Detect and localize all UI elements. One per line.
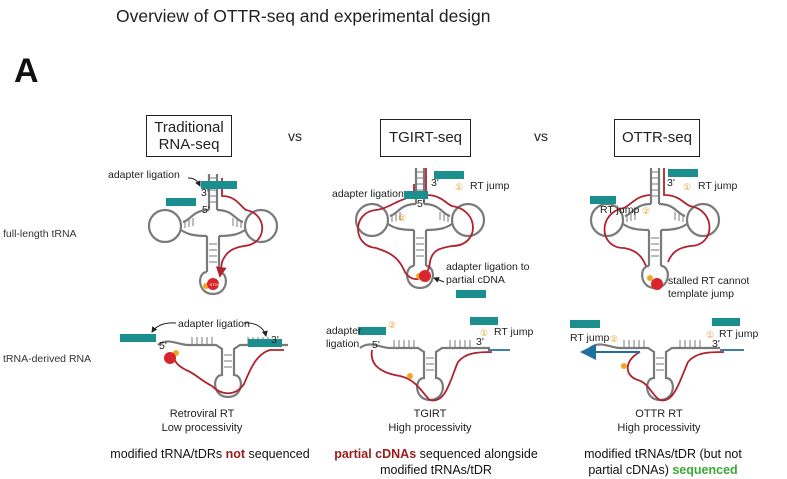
svg-text:adapter ligation: adapter ligation	[178, 318, 250, 330]
row-label-full-length: full-length tRNA	[3, 228, 77, 240]
svg-text:RT jump: RT jump	[600, 204, 639, 216]
svg-text:3': 3'	[476, 336, 484, 348]
trna-traditional: STOP adapter ligation 5' 3'	[108, 169, 279, 296]
stop-sign-icon	[164, 352, 176, 364]
svg-text:RT jump: RT jump	[698, 180, 737, 192]
svg-text:②: ②	[388, 320, 396, 330]
svg-text:adapter: adapter	[326, 325, 362, 337]
svg-text:RT jump: RT jump	[719, 328, 758, 340]
svg-text:①: ①	[455, 182, 463, 192]
svg-text:RT jump: RT jump	[570, 332, 609, 344]
svg-text:①: ①	[480, 328, 488, 338]
method-box-ottr: OTTR-seq	[614, 119, 700, 157]
adapter-block-rt-jump-2	[590, 196, 616, 204]
adapter-block-rt-jump	[668, 169, 698, 177]
adapter-block-rt-jump	[434, 171, 464, 179]
svg-text:3': 3'	[712, 338, 720, 350]
adapter-block-rt-jump-2	[570, 320, 600, 328]
svg-text:3': 3'	[271, 334, 279, 346]
svg-text:5': 5'	[159, 340, 167, 352]
figure-title: Overview of OTTR-seq and experimental de…	[116, 6, 491, 26]
vs-label-1: vs	[288, 128, 302, 144]
svg-text:partial cDNA: partial cDNA	[446, 274, 505, 286]
svg-text:adapter ligation to: adapter ligation to	[446, 261, 530, 273]
adapter-block-rt-jump	[712, 318, 740, 326]
svg-text:stalled RT cannot: stalled RT cannot	[668, 275, 749, 287]
trna-ottr: ① RT jump RT jump ② stalled RT cannot te…	[589, 166, 749, 300]
svg-text:②: ②	[398, 213, 406, 223]
summary-tgirt: partial cDNAs sequenced alongside modifi…	[334, 447, 538, 478]
adapter-block-5prime	[166, 198, 196, 206]
caption-line2: High processivity	[617, 421, 701, 434]
svg-text:3': 3'	[431, 177, 439, 189]
panel-label: A	[14, 52, 39, 90]
caption-line1: OTTR RT	[635, 408, 683, 420]
svg-text:RT jump: RT jump	[470, 180, 509, 192]
adapter-block-5prime	[404, 191, 428, 199]
svg-text:①: ①	[683, 182, 691, 192]
caption-line1: TGIRT	[413, 408, 447, 420]
stop-sign-icon	[419, 270, 431, 282]
adapter-block-5prime	[120, 334, 156, 342]
svg-text:adapter ligation: adapter ligation	[332, 188, 404, 200]
svg-text:②: ②	[642, 206, 650, 216]
svg-text:3': 3'	[667, 177, 675, 189]
tdr-ottr: RT jump ② ① RT jump 3'	[570, 318, 758, 402]
trna-tgirt: adapter ligation ② ① RT jump adapter lig…	[332, 166, 530, 298]
summary-traditional: modified tRNA/tDRs not sequenced	[110, 447, 310, 461]
vs-label-2: vs	[534, 128, 548, 144]
caption-tgirt: TGIRT High processivity	[380, 408, 480, 436]
svg-text:5': 5'	[417, 198, 425, 210]
svg-text:5': 5'	[202, 204, 210, 216]
stop-sign-icon	[651, 278, 663, 290]
svg-text:②: ②	[610, 334, 618, 344]
svg-text:RT jump: RT jump	[494, 326, 533, 338]
caption-line1: Retroviral RT	[169, 408, 235, 420]
adapter-block-5prime	[358, 327, 386, 335]
caption-traditional: Retroviral RT Low processivity	[152, 408, 252, 436]
adapter-block-3prime	[248, 339, 282, 347]
svg-text:①: ①	[706, 330, 714, 340]
summary-ottr: modified tRNAs/tDR (but not partial cDNA…	[584, 447, 742, 478]
stop-sign-icon	[207, 278, 219, 290]
method-name-line1: Traditional	[154, 118, 224, 136]
svg-text:3': 3'	[201, 187, 209, 199]
method-name-line2: RNA-seq	[158, 136, 220, 153]
svg-text:ligation: ligation	[326, 338, 359, 350]
svg-text:template jump: template jump	[668, 288, 734, 300]
row-label-derived: tRNA-derived RNA	[3, 353, 92, 365]
caption-ottr: OTTR RT High processivity	[604, 408, 714, 436]
svg-text:5': 5'	[372, 339, 380, 351]
adapter-block-3prime	[470, 317, 498, 325]
svg-text:STOP: STOP	[210, 282, 221, 287]
caption-line2: High processivity	[388, 421, 472, 434]
method-box-tgirt: TGIRT-seq	[380, 119, 471, 157]
caption-line2: Low processivity	[161, 421, 243, 434]
svg-text:adapter ligation: adapter ligation	[108, 169, 180, 181]
tdr-traditional: adapter ligation 5' 3'	[120, 318, 290, 399]
adapter-block-3prime	[201, 181, 237, 189]
adapter-block-partial	[456, 290, 486, 298]
tdr-tgirt: adapter ligation ② ① RT jump 5' 3'	[326, 317, 533, 402]
